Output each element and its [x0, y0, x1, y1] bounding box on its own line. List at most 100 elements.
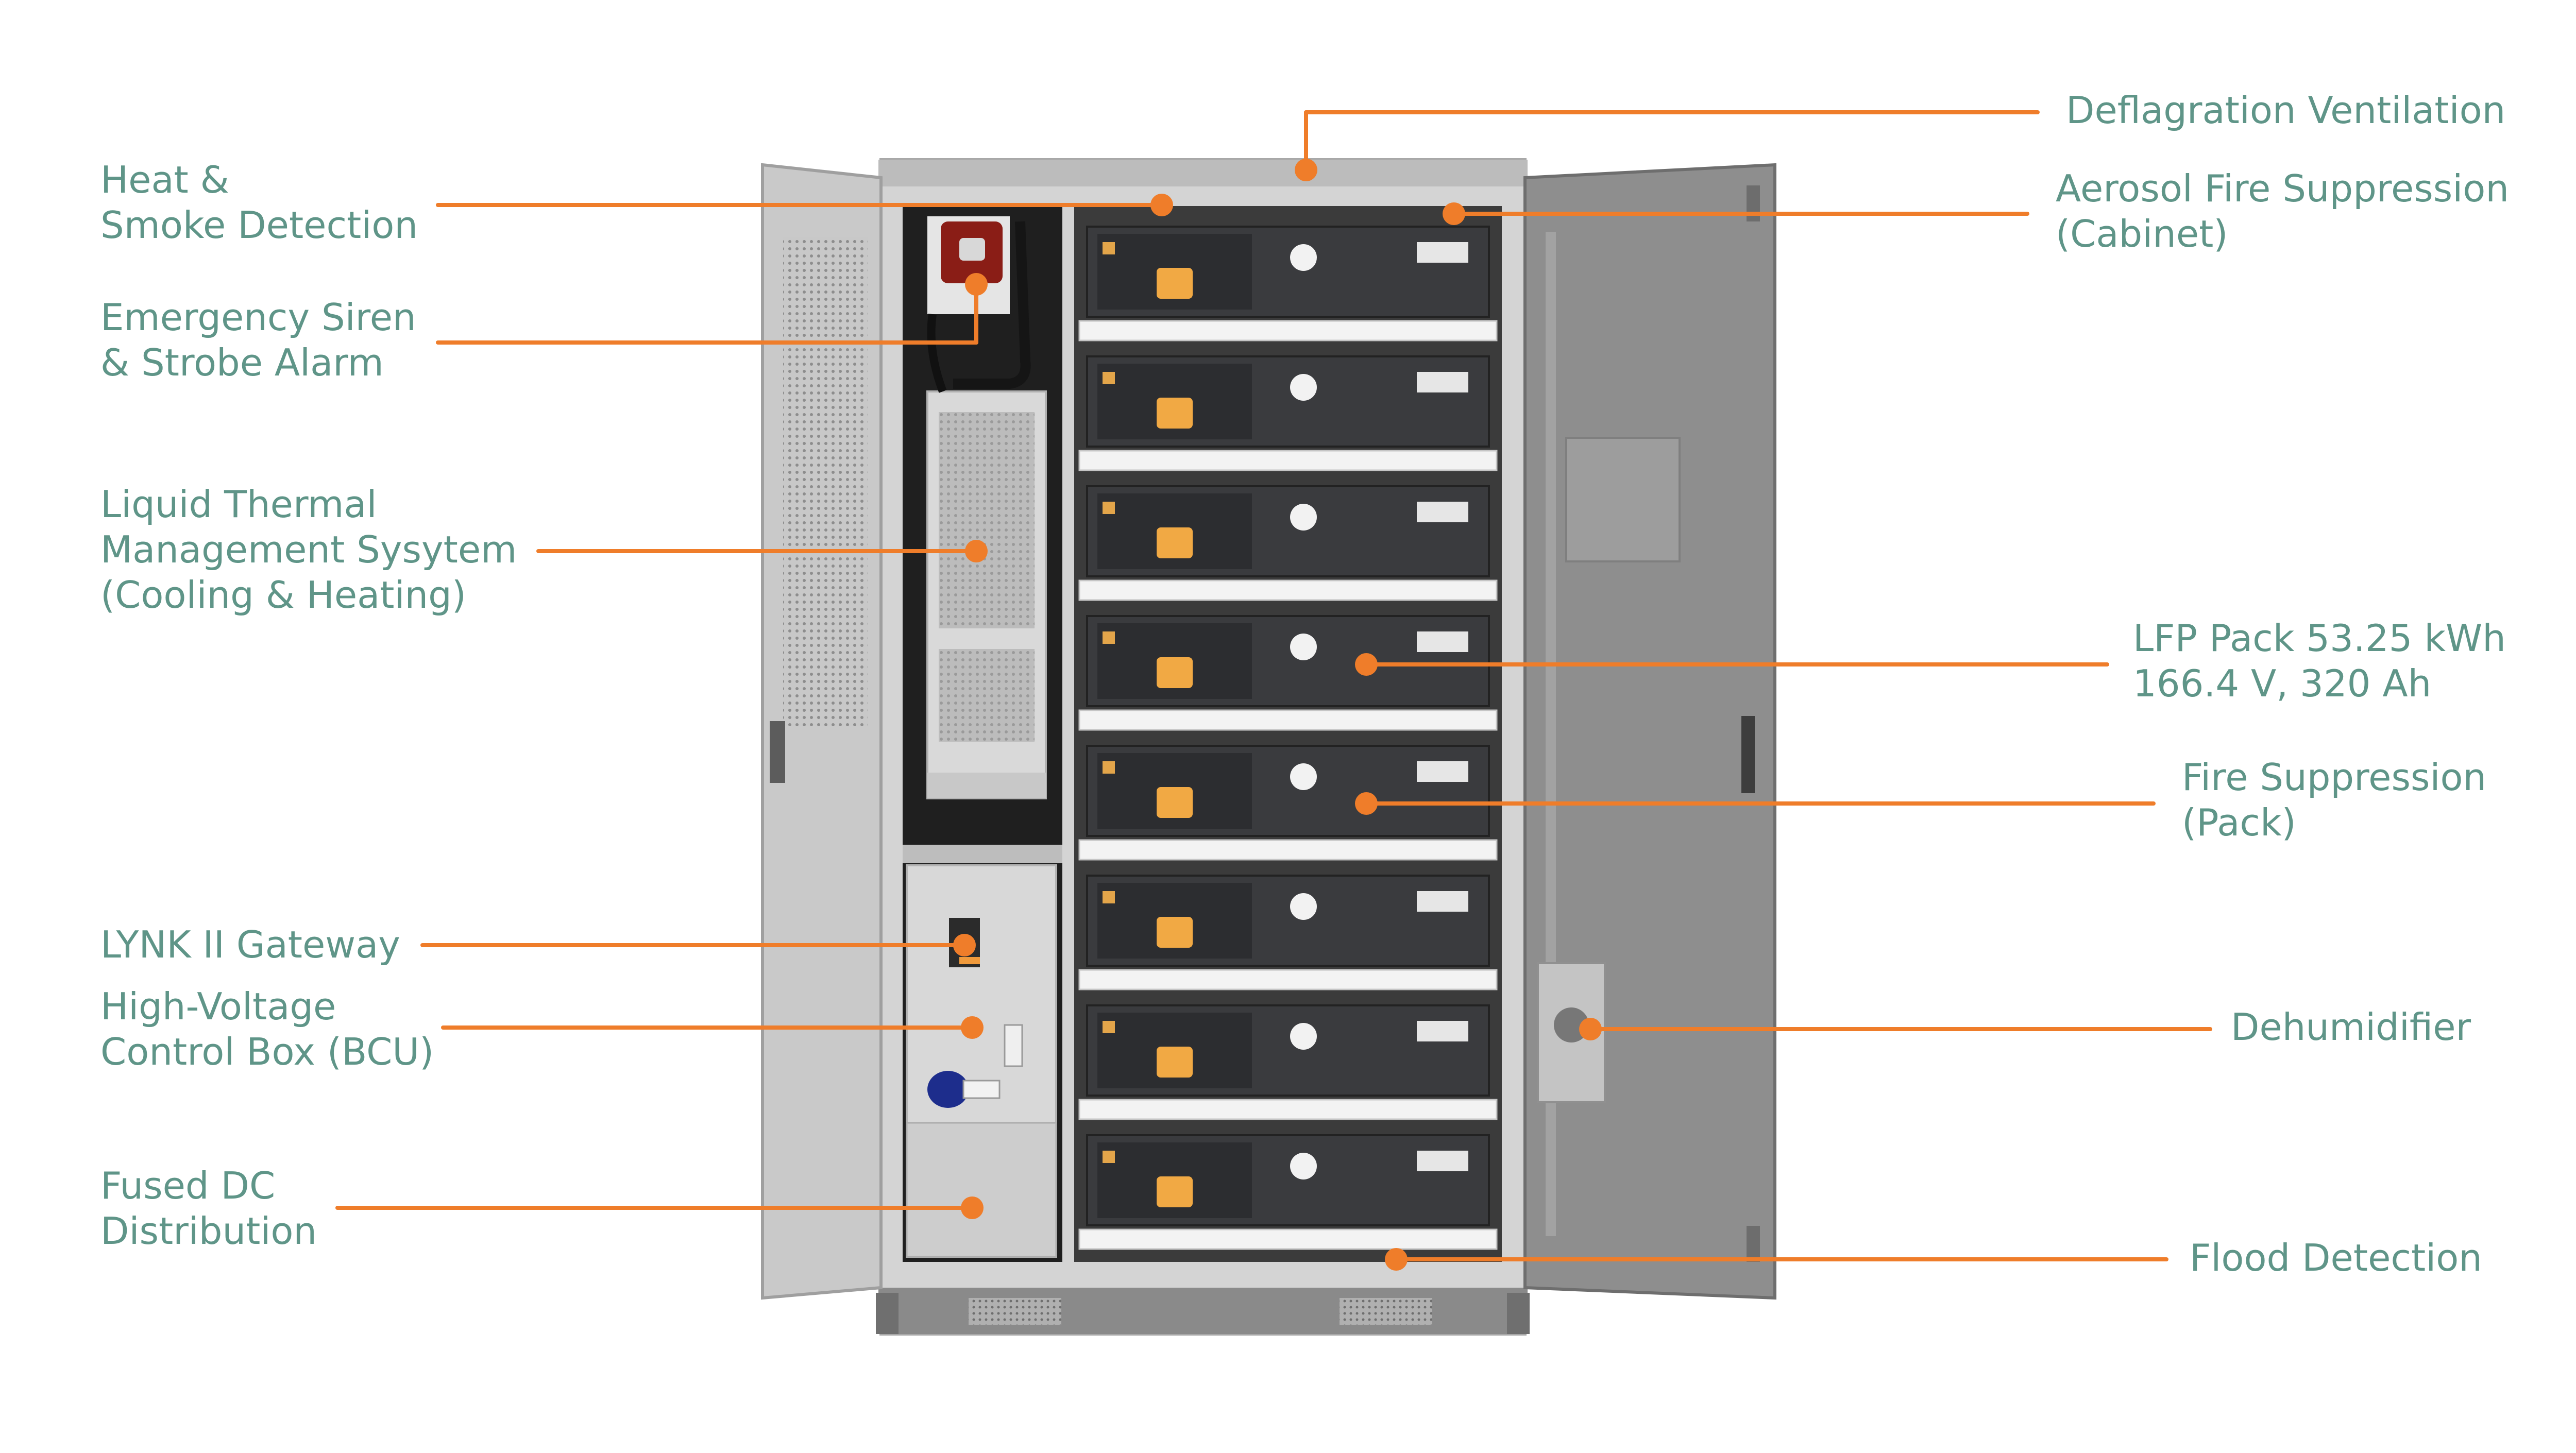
label-line: Flood Detection — [2190, 1236, 2482, 1279]
rotary-isolator-base — [962, 1080, 1001, 1099]
siren-lens — [959, 238, 985, 261]
thermal-unit-foot — [927, 773, 1046, 798]
label-line: Heat & — [100, 158, 229, 201]
label-line: (Cabinet) — [2056, 212, 2228, 255]
module-fire-port — [1290, 244, 1317, 271]
module-tray-bar — [1078, 1228, 1498, 1250]
module-tray-bar — [1078, 839, 1498, 861]
module-indicator — [1103, 1021, 1115, 1033]
right-door — [1523, 163, 1776, 1300]
module-terminal — [1157, 787, 1193, 818]
right-door-handle — [1741, 716, 1755, 793]
breaker-switch — [1004, 1024, 1023, 1067]
lynk-gateway-accent — [959, 957, 980, 964]
module-terminal — [1157, 527, 1193, 558]
label-line: (Pack) — [2182, 801, 2296, 844]
battery-module — [1078, 226, 1498, 341]
label-lynk-gateway: LYNK II Gateway — [100, 922, 400, 967]
module-fire-port — [1290, 763, 1317, 790]
module-nameplate — [1417, 502, 1468, 522]
module-nameplate — [1417, 1021, 1468, 1041]
label-line: 166.4 V, 320 Ah — [2133, 662, 2432, 705]
dot-lfp — [1355, 653, 1378, 676]
battery-module — [1078, 1134, 1498, 1250]
dot-heat-smoke — [1150, 194, 1173, 216]
label-line: Distribution — [100, 1209, 317, 1253]
dot-deflagration — [1295, 159, 1317, 181]
module-tray-bar — [1078, 450, 1498, 471]
module-nameplate — [1417, 891, 1468, 912]
module-tray-bar — [1078, 709, 1498, 731]
battery-module — [1078, 355, 1498, 471]
module-terminal — [1157, 917, 1193, 948]
base-foot-left — [876, 1293, 899, 1334]
label-dehumidifier: Dehumidifier — [2231, 1004, 2471, 1050]
left-door-handle — [770, 721, 785, 783]
label-line: High-Voltage — [100, 985, 336, 1028]
label-line: Dehumidifier — [2231, 1005, 2471, 1049]
module-terminal — [1157, 1047, 1193, 1078]
dot-bcu — [961, 1016, 984, 1039]
right-door-box — [1565, 437, 1681, 562]
module-nameplate — [1417, 242, 1468, 263]
label-line: Emergency Siren — [100, 296, 416, 339]
thermal-mesh-top — [939, 412, 1035, 628]
base-vent-left — [969, 1298, 1061, 1325]
label-fused-dc: Fused DC Distribution — [100, 1163, 317, 1254]
fuse-cover — [906, 1122, 1057, 1258]
battery-module — [1078, 745, 1498, 861]
module-indicator — [1103, 372, 1115, 384]
module-tray-bar — [1078, 579, 1498, 601]
label-aerosol-fire-suppression: Aerosol Fire Suppression (Cabinet) — [2056, 166, 2509, 257]
module-nameplate — [1417, 761, 1468, 782]
module-nameplate — [1417, 631, 1468, 652]
module-nameplate — [1417, 1151, 1468, 1171]
rotary-isolator — [927, 1071, 969, 1108]
module-terminal — [1157, 268, 1193, 299]
dot-fused — [961, 1196, 984, 1219]
battery-module-stack — [1078, 226, 1498, 1250]
module-indicator — [1103, 502, 1115, 514]
label-heat-smoke-detection: Heat & Smoke Detection — [100, 157, 418, 248]
module-tray-bar — [1078, 969, 1498, 990]
label-line: Liquid Thermal — [100, 483, 377, 526]
label-line: Control Box (BCU) — [100, 1030, 434, 1073]
module-fire-port — [1290, 634, 1317, 660]
module-tray-bar — [1078, 1099, 1498, 1120]
dot-fire-pack — [1355, 792, 1378, 815]
module-indicator — [1103, 242, 1115, 254]
module-fire-port — [1290, 1023, 1317, 1050]
module-fire-port — [1290, 504, 1317, 531]
leader-dots — [953, 159, 1602, 1271]
module-fire-port — [1290, 893, 1317, 920]
label-emergency-siren: Emergency Siren & Strobe Alarm — [100, 295, 416, 385]
right-door-hinge-top — [1747, 185, 1760, 221]
module-fire-port — [1290, 1153, 1317, 1180]
battery-module — [1078, 1004, 1498, 1120]
label-line: Fused DC — [100, 1164, 276, 1207]
coolant-pipe — [953, 221, 1031, 389]
label-flood-detection: Flood Detection — [2190, 1235, 2482, 1280]
label-deflagration-ventilation: Deflagration Ventilation — [2066, 88, 2505, 133]
module-terminal — [1157, 1176, 1193, 1207]
module-indicator — [1103, 761, 1115, 774]
module-indicator — [1103, 631, 1115, 644]
module-terminal — [1157, 398, 1193, 429]
label-high-voltage-bcu: High-Voltage Control Box (BCU) — [100, 984, 434, 1074]
dot-thermal — [965, 540, 988, 562]
label-lfp-pack: LFP Pack 53.25 kWh 166.4 V, 320 Ah — [2133, 616, 2506, 706]
siren-cable — [927, 313, 947, 393]
dot-siren — [965, 273, 988, 296]
right-door-hinge-bottom — [1747, 1226, 1760, 1262]
thermal-mesh-bottom — [939, 649, 1035, 742]
label-fire-suppression-pack: Fire Suppression (Pack) — [2182, 755, 2486, 845]
label-line: LFP Pack 53.25 kWh — [2133, 617, 2506, 660]
dot-flood — [1385, 1248, 1408, 1271]
dot-dehumidifier — [1579, 1018, 1602, 1040]
label-line: (Cooling & Heating) — [100, 573, 466, 617]
base-foot-right — [1507, 1293, 1530, 1334]
left-door-mesh — [783, 237, 868, 726]
label-line: Management Sysytem — [100, 528, 517, 571]
